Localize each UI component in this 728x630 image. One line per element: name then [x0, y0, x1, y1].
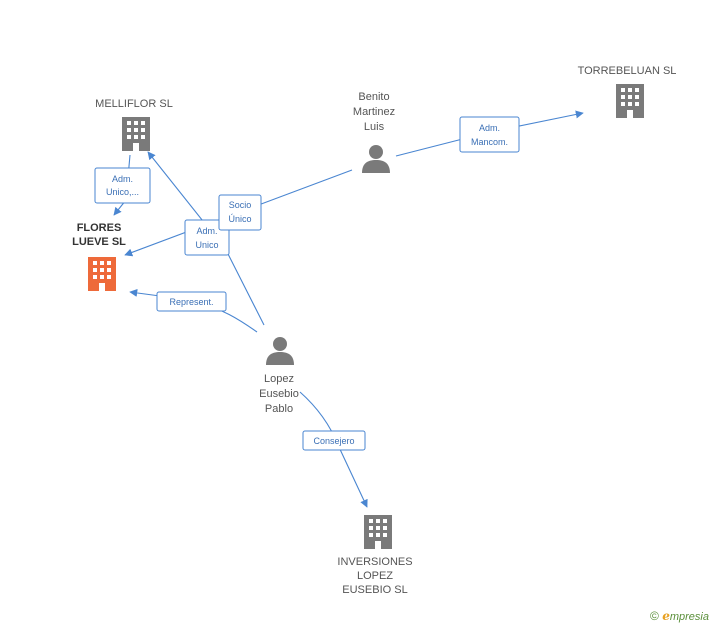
node-label: FLORES: [77, 222, 122, 234]
edge-label-line: Adm.: [112, 174, 133, 184]
node-label: LUEVE SL: [72, 236, 126, 248]
building-icon: [88, 257, 116, 291]
node-flores-lueve[interactable]: FLORES LUEVE SL: [72, 222, 126, 291]
edge-label-line: Adm.: [196, 226, 217, 236]
edge-label-line: Unico: [195, 240, 218, 250]
copyright-symbol: ©: [650, 609, 659, 623]
edge-label-line: Represent.: [169, 297, 213, 307]
building-icon: [122, 117, 150, 151]
brand-initial: e: [662, 609, 670, 623]
brand-name: mpresia: [669, 611, 709, 623]
empresia-watermark: © empresia: [650, 609, 709, 623]
edge-label-consejero[interactable]: Consejero: [302, 430, 366, 451]
edge-label-adm-mancom[interactable]: Adm. Mancom.: [459, 116, 520, 153]
person-icon: [266, 337, 294, 365]
node-melliflor[interactable]: MELLIFLOR SL: [95, 98, 173, 151]
edge-label-line: Mancom.: [471, 137, 508, 147]
edge-label-line: Socio: [229, 200, 252, 210]
node-label: MELLIFLOR SL: [95, 98, 173, 110]
node-label: INVERSIONES: [337, 556, 412, 568]
edge-label-represent[interactable]: Represent.: [156, 291, 227, 312]
node-label: TORREBELUAN SL: [578, 65, 677, 77]
node-label: Lopez: [264, 373, 294, 385]
node-inversiones[interactable]: INVERSIONES LOPEZ EUSEBIO SL: [337, 515, 413, 596]
node-torrebeluan[interactable]: TORREBELUAN SL: [578, 65, 677, 118]
node-label: EUSEBIO SL: [342, 584, 407, 596]
edge-label-line: Consejero: [313, 436, 354, 446]
edge-label-line: Unico,...: [106, 187, 139, 197]
building-icon: [364, 515, 392, 549]
node-label: Luis: [364, 121, 385, 133]
node-label: Eusebio: [259, 388, 299, 400]
node-label: Martinez: [353, 106, 395, 118]
node-label: Pablo: [265, 403, 293, 415]
edge-label-adm-unico-melliflor-flores[interactable]: Adm. Unico,...: [94, 167, 151, 204]
node-label: Benito: [358, 91, 389, 103]
building-icon: [616, 84, 644, 118]
node-label: LOPEZ: [357, 570, 393, 582]
person-icon: [362, 145, 390, 173]
edge-label-socio-unico[interactable]: Socio Único: [218, 194, 262, 231]
edge-label-adm-unico-lopez-melliflor[interactable]: Adm. Unico: [184, 219, 230, 256]
node-benito[interactable]: Benito Martinez Luis: [353, 91, 395, 173]
node-lopez[interactable]: Lopez Eusebio Pablo: [259, 337, 299, 415]
edge-label-line: Único: [228, 214, 251, 224]
edge-label-line: Adm.: [479, 123, 500, 133]
